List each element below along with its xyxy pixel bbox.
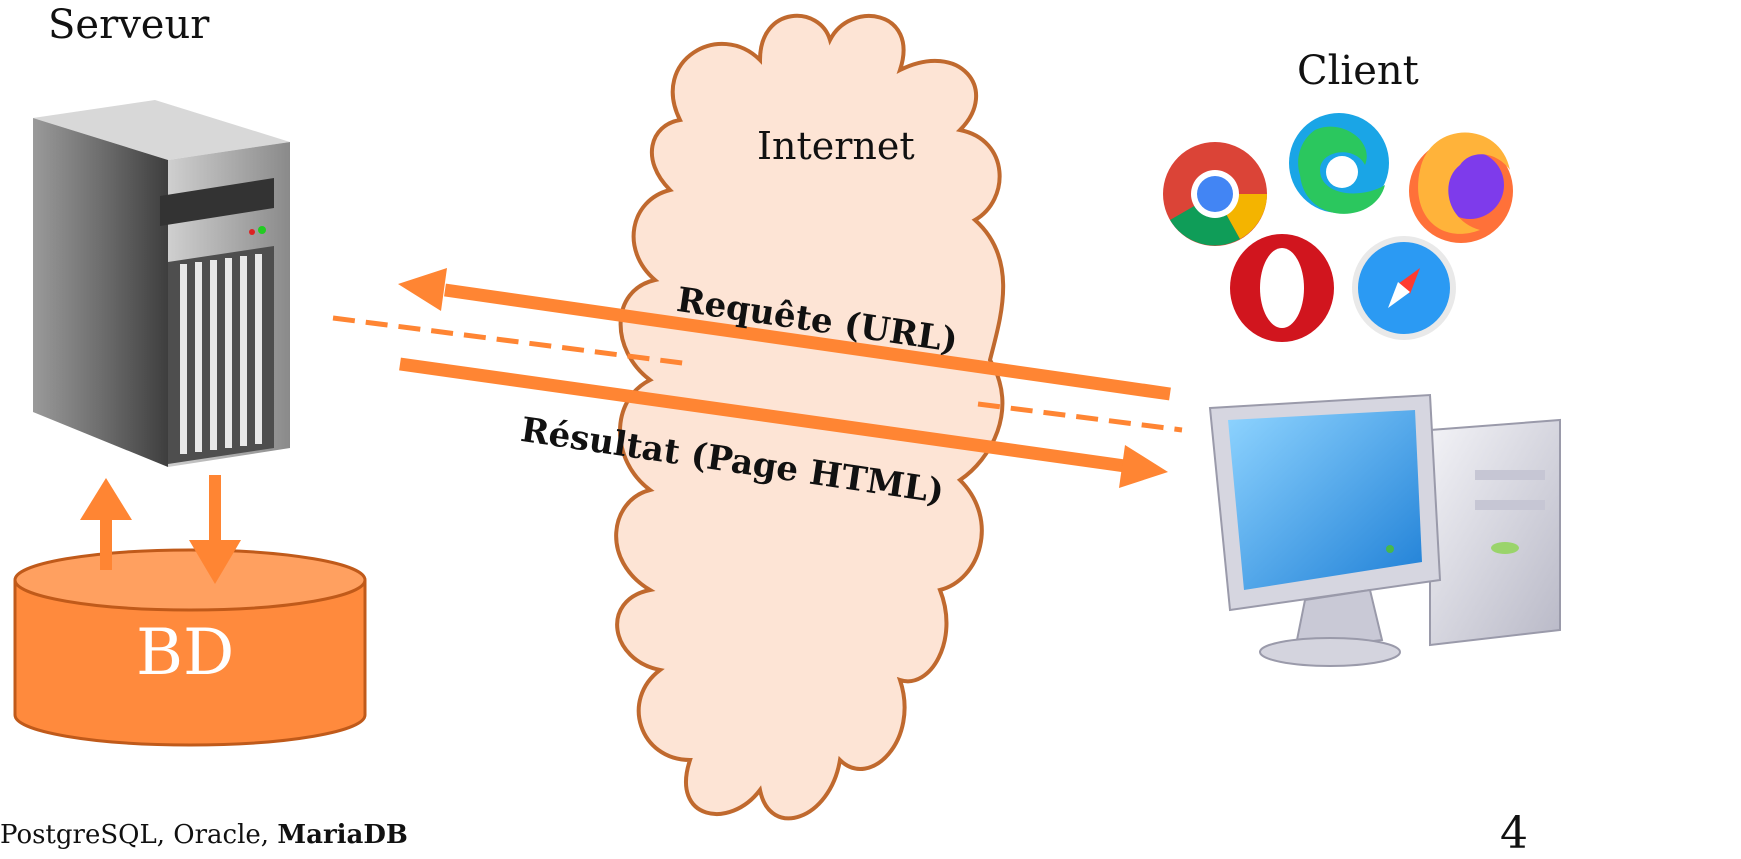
dbms-list-bold: MariaDB [277, 820, 408, 850]
request-arrow [398, 268, 1171, 401]
chrome-icon [1163, 142, 1267, 246]
db-down-arrow [189, 475, 241, 584]
client-dashed-line [977, 401, 1183, 433]
server-label: Serveur [48, 2, 210, 48]
page-number: 4 [1500, 808, 1528, 859]
client-label: Client [1297, 48, 1419, 94]
safari-icon [1352, 236, 1456, 340]
internet-label: Internet [757, 124, 915, 168]
edge-icon [1289, 113, 1389, 214]
dbms-list-prefix: PostgreSQL, Oracle, [0, 820, 278, 850]
result-arrow [399, 357, 1168, 488]
opera-icon [1230, 234, 1334, 342]
dbms-list: PostgreSQL, Oracle, MariaDB [0, 820, 408, 850]
firefox-icon [1409, 132, 1513, 243]
desktop-computer-icon [1208, 393, 1561, 667]
db-up-arrow [80, 478, 132, 570]
database-label: BD [136, 616, 235, 690]
server-tower-icon [33, 100, 290, 467]
server-dashed-line [332, 315, 691, 367]
